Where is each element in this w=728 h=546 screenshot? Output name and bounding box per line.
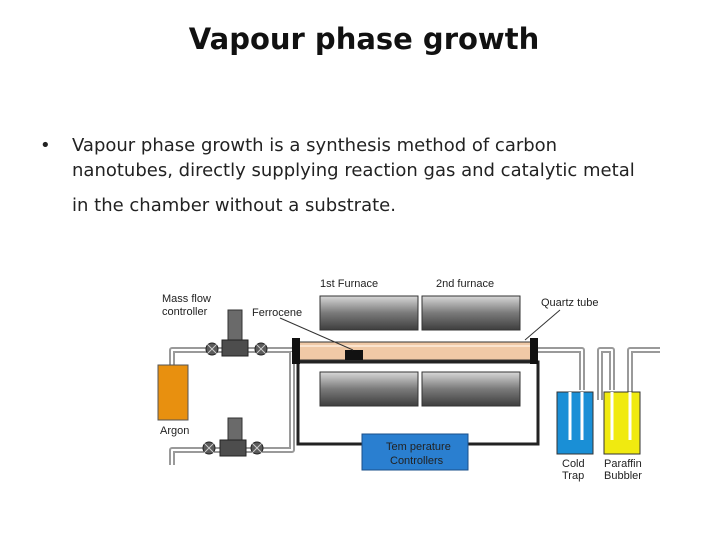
lower-valve-icon: [202, 417, 264, 457]
quartz-tube: [297, 341, 533, 361]
argon-cylinder: [157, 364, 189, 421]
furnace-2-upper: [421, 295, 521, 331]
bullet-text: Vapour phase growth is a synthesis metho…: [72, 133, 702, 218]
furnace-2-label: 2nd furnace: [436, 278, 494, 290]
tube-cap-right: [530, 338, 538, 364]
mass-flow-label-2: controller: [162, 306, 208, 318]
ferrocene-boat: [345, 350, 363, 360]
slide-title: Vapour phase growth: [188, 22, 540, 56]
furnace-1-label: 1st Furnace: [320, 278, 378, 290]
temp-label-1: Tem perature: [386, 441, 451, 453]
quartz-tube-label: Quartz tube: [541, 297, 598, 309]
furnace-1-upper: [319, 295, 419, 331]
furnace-1-lower: [319, 371, 419, 407]
bullet-line-3: in the chamber without a substrate.: [72, 195, 396, 216]
paraffin-bubbler: [603, 391, 641, 455]
temperature-controller: [361, 433, 469, 471]
paraffin-label-2: Bubbler: [604, 470, 642, 482]
bullet-line-1: Vapour phase growth is a synthesis metho…: [72, 135, 558, 156]
cold-trap-label-1: Cold: [562, 458, 585, 470]
cold-trap: [556, 391, 594, 455]
mass-flow-controller-icon: [205, 309, 268, 357]
ferrocene-label: Ferrocene: [252, 307, 302, 319]
paraffin-label-1: Paraffin: [604, 458, 642, 470]
argon-label: Argon: [160, 425, 189, 437]
bullet-marker: •: [40, 135, 51, 156]
furnace-2-lower: [421, 371, 521, 407]
bullet-line-2: nanotubes, directly supplying reaction g…: [72, 160, 635, 181]
temp-label-2: Controllers: [390, 455, 444, 467]
tube-cap-left: [292, 338, 300, 364]
cold-trap-label-2: Trap: [562, 470, 584, 482]
mass-flow-label-1: Mass flow: [162, 293, 211, 305]
